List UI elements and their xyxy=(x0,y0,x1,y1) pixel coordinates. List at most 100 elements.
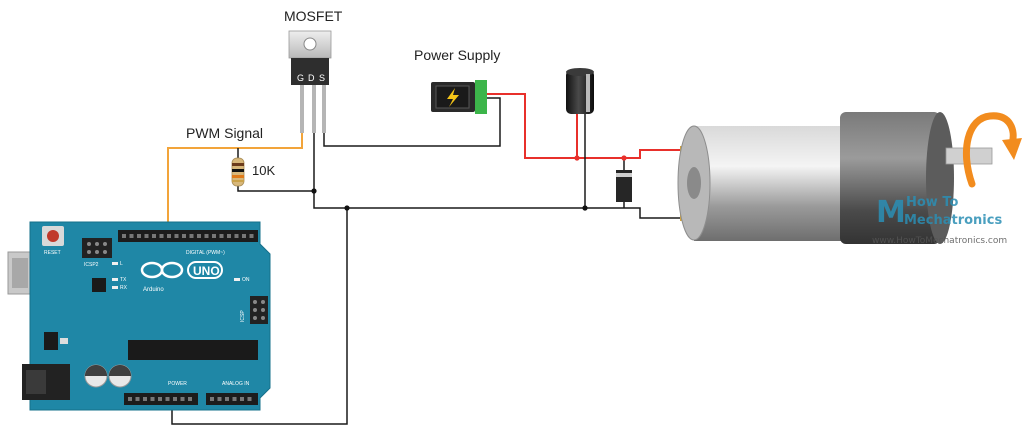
supply-positive-wire xyxy=(484,93,685,159)
icsp-header xyxy=(250,296,268,324)
junction-dot xyxy=(621,155,627,161)
header-pin xyxy=(174,234,179,238)
icsp2-label: ICSP2 xyxy=(84,262,99,268)
arduino-uno: RESET ICSP2 DIGITAL (PWM~) UNO Arduino L… xyxy=(7,221,271,411)
mosfet-leg-gate xyxy=(300,85,304,133)
header-pin xyxy=(159,234,164,238)
header-pin xyxy=(143,397,147,401)
digital-header-pins xyxy=(122,234,254,238)
header-pin xyxy=(150,397,155,401)
header-pin xyxy=(188,397,192,401)
mosfet-pin-d: D xyxy=(308,73,315,83)
header-pin xyxy=(173,397,177,401)
icsp-label: ICSP xyxy=(240,310,246,322)
header-pin xyxy=(189,234,194,238)
analog-in-label: ANALOG IN xyxy=(222,381,250,387)
mosfet-pin-g: G xyxy=(297,73,304,83)
header-pin xyxy=(227,234,231,238)
header-pin xyxy=(240,397,244,401)
regulator-chip xyxy=(44,332,58,350)
header-pin xyxy=(152,234,156,238)
header-pin xyxy=(249,234,254,238)
mosfet-tab-hole xyxy=(303,37,317,51)
mosfet-leg-source xyxy=(322,85,326,133)
gearbox-face xyxy=(926,112,954,244)
smd-component xyxy=(60,338,68,344)
reset-button-cap xyxy=(47,230,59,242)
motor-negative-wire xyxy=(615,207,685,219)
power-label: POWER xyxy=(168,381,187,387)
dc-motor xyxy=(677,112,1022,244)
reset-label: RESET xyxy=(44,250,61,256)
mosfet-leg-drain xyxy=(312,85,316,133)
power-jack-pcb xyxy=(475,80,487,114)
resistor-band xyxy=(232,180,244,182)
gearbox-body xyxy=(840,112,940,244)
header-pin xyxy=(165,397,170,401)
header-pin xyxy=(247,397,252,401)
junction-dot xyxy=(582,205,588,211)
power-supply: Power Supply xyxy=(414,47,500,114)
mosfet-body xyxy=(291,58,329,85)
analog-header xyxy=(206,393,258,405)
header-pin xyxy=(212,234,216,238)
lightning-icon xyxy=(447,88,459,107)
capacitor-stripe xyxy=(586,74,590,112)
diode-band xyxy=(616,173,632,177)
power-supply-label: Power Supply xyxy=(414,47,500,63)
header-pin xyxy=(219,234,224,238)
rotation-arrowhead-icon xyxy=(1002,138,1022,160)
header-pin xyxy=(232,397,237,401)
dc-barrel-jack-face xyxy=(26,370,46,394)
motor-body xyxy=(694,126,844,241)
resistor-band xyxy=(232,169,244,172)
status-leds: L TX RX ON xyxy=(112,261,250,291)
resistor: 10K xyxy=(231,157,275,187)
mosfet: MOSFET G D S xyxy=(284,8,343,133)
header-pin xyxy=(122,234,126,238)
resistor-label: 10K xyxy=(252,163,275,178)
diode-body xyxy=(616,170,632,202)
header-pin xyxy=(135,397,140,401)
watermark-name-line1: How To xyxy=(906,195,958,210)
header-pin xyxy=(167,234,171,238)
header-pin xyxy=(182,234,186,238)
resistor-ground-wire xyxy=(237,186,314,192)
arduino-logo: UNO Arduino xyxy=(140,261,223,293)
header-pin xyxy=(242,234,246,238)
header-pin xyxy=(128,397,132,401)
watermark: M How To Mechatronics www.HowToMechatron… xyxy=(872,195,1007,246)
header-pin xyxy=(129,234,134,238)
atmega-chip xyxy=(128,340,258,360)
pwm-signal-label: PWM Signal xyxy=(186,125,263,141)
usb-chip xyxy=(92,278,106,292)
header-pin xyxy=(180,397,185,401)
header-pin xyxy=(137,234,141,238)
resistor-band xyxy=(232,163,244,166)
watermark-url: www.HowToMechatronics.com xyxy=(872,236,1007,246)
header-pin xyxy=(158,397,162,401)
junction-dot xyxy=(311,188,317,194)
header-pin xyxy=(144,234,149,238)
diode xyxy=(616,170,632,202)
led-label-on: ON xyxy=(242,277,250,283)
digital-label: DIGITAL (PWM~) xyxy=(186,250,225,256)
mosfet-label: MOSFET xyxy=(284,8,343,24)
bottom-header-pins xyxy=(128,397,252,401)
resistor-band xyxy=(232,175,244,178)
led-label-l: L xyxy=(120,261,123,267)
header-pin xyxy=(210,397,214,401)
header-pin xyxy=(234,234,239,238)
pwm-wire xyxy=(167,80,303,232)
capacitor xyxy=(566,68,594,114)
rotation-arrow-icon xyxy=(962,112,1017,188)
junction-dot xyxy=(574,155,580,161)
watermark-logo-icon: M xyxy=(876,195,906,230)
icsp2-header xyxy=(82,238,112,258)
junction-dot xyxy=(344,205,350,211)
header-pin xyxy=(204,234,209,238)
arduino-ground-wire xyxy=(171,208,348,425)
header-pin xyxy=(217,397,222,401)
arduino-board xyxy=(29,221,271,411)
